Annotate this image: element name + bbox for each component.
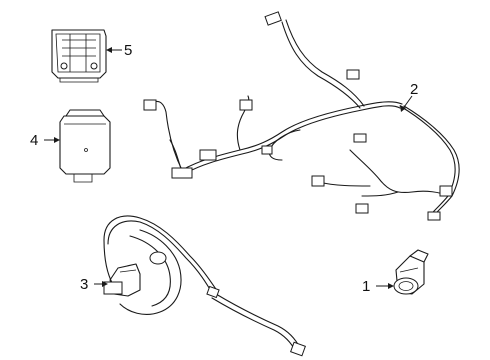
callout-3: 3 bbox=[80, 276, 108, 293]
callout-5-label: 5 bbox=[124, 42, 132, 59]
part-1-parking-sensor bbox=[393, 249, 429, 295]
part-3-sensor-harness bbox=[103, 215, 306, 357]
callout-2-label: 2 bbox=[410, 81, 418, 98]
callout-2: 2 bbox=[400, 81, 418, 112]
callout-4-label: 4 bbox=[30, 132, 38, 149]
part-5-mounting-bracket bbox=[51, 29, 107, 83]
part-4-control-module bbox=[59, 109, 111, 183]
callout-1-label: 1 bbox=[362, 278, 370, 295]
callout-5: 5 bbox=[106, 42, 132, 59]
callout-1: 1 bbox=[362, 278, 394, 295]
part-2-wiring-harness bbox=[143, 11, 460, 221]
callout-3-label: 3 bbox=[80, 276, 88, 293]
callout-4: 4 bbox=[30, 132, 60, 149]
